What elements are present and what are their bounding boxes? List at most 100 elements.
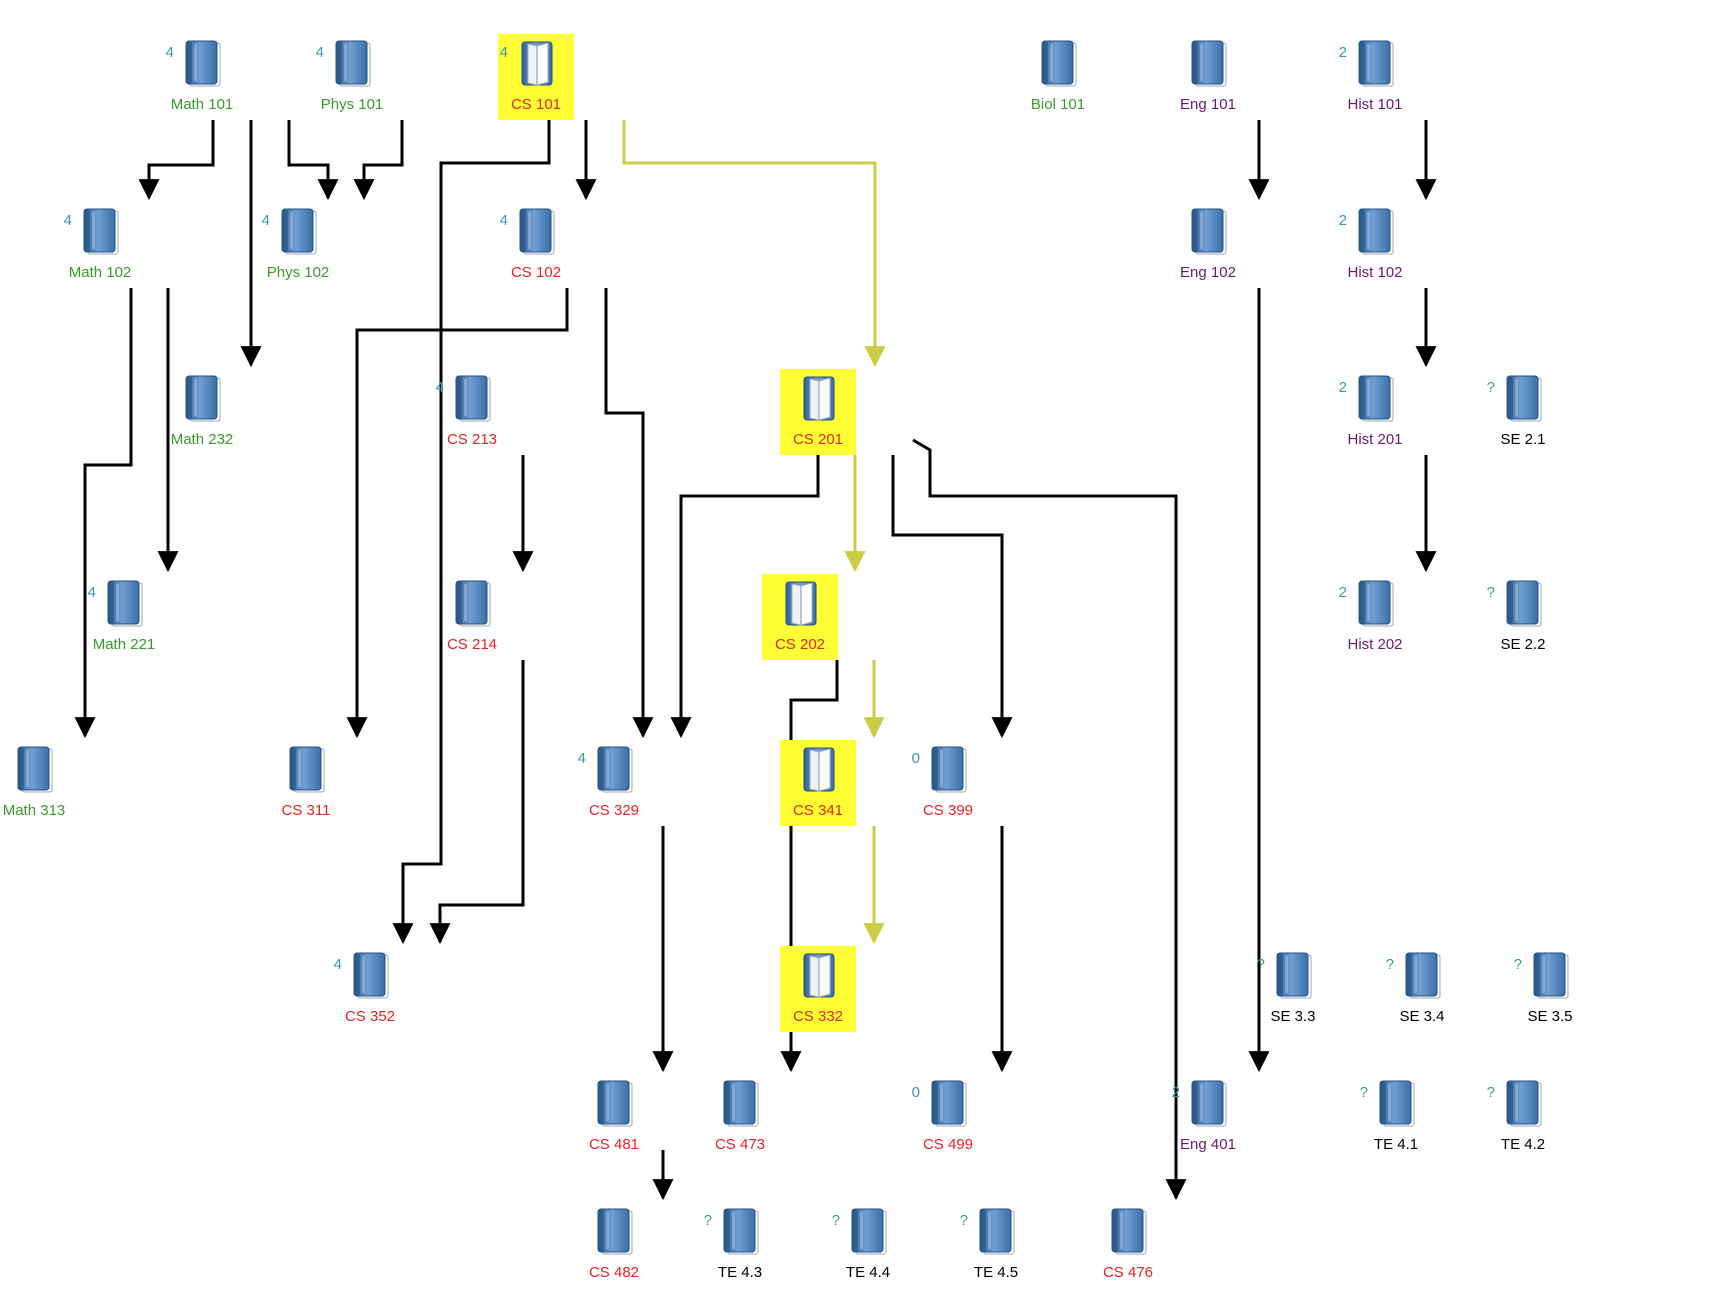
book-icon[interactable] — [1040, 40, 1078, 88]
book-icon[interactable] — [596, 1208, 634, 1256]
course-node-cs332[interactable]: CS 332 — [768, 946, 868, 1032]
book-icon[interactable] — [596, 746, 634, 794]
book-icon[interactable] — [454, 375, 492, 423]
course-node-te43[interactable]: ?TE 4.3 — [690, 1208, 790, 1288]
open-book-icon[interactable] — [800, 746, 838, 794]
book-icon[interactable] — [184, 40, 222, 88]
course-count: 4 — [165, 44, 174, 61]
course-label: Math 101 — [170, 96, 234, 113]
course-label: CS 399 — [922, 802, 974, 819]
course-node-cs202[interactable]: CS 202 — [750, 574, 850, 660]
book-icon[interactable] — [1505, 1080, 1543, 1128]
book-icon[interactable] — [454, 580, 492, 628]
book-icon[interactable] — [334, 40, 372, 88]
course-node-cs482[interactable]: CS 482 — [564, 1208, 664, 1288]
book-icon[interactable] — [1275, 952, 1313, 1000]
course-label: Phys 101 — [320, 96, 384, 113]
course-node-math232[interactable]: Math 232 — [152, 375, 252, 455]
book-icon[interactable] — [1357, 580, 1395, 628]
edge-cs201-to-cs476 — [912, 438, 1187, 1201]
book-icon[interactable] — [518, 208, 556, 256]
course-node-se33[interactable]: ?SE 3.3 — [1243, 952, 1343, 1032]
book-icon[interactable] — [1532, 952, 1570, 1000]
course-node-cs214[interactable]: CS 214 — [422, 580, 522, 660]
course-node-se35[interactable]: ?SE 3.5 — [1500, 952, 1600, 1032]
course-node-math313[interactable]: Math 313 — [0, 746, 84, 826]
course-count: 4 — [577, 750, 586, 767]
open-book-icon[interactable] — [518, 40, 556, 88]
course-count: ? — [1385, 956, 1394, 973]
open-book-icon[interactable] — [800, 952, 838, 1000]
book-icon[interactable] — [850, 1208, 888, 1256]
book-icon[interactable] — [1190, 1080, 1228, 1128]
course-node-se34[interactable]: ?SE 3.4 — [1372, 952, 1472, 1032]
book-icon[interactable] — [1505, 580, 1543, 628]
book-icon[interactable] — [82, 208, 120, 256]
book-icon[interactable] — [288, 746, 326, 794]
open-book-icon[interactable] — [800, 375, 838, 423]
book-icon[interactable] — [16, 746, 54, 794]
course-node-biol101[interactable]: Biol 101 — [1008, 40, 1108, 120]
course-node-te42[interactable]: ?TE 4.2 — [1473, 1080, 1573, 1160]
course-node-cs473[interactable]: CS 473 — [690, 1080, 790, 1160]
book-icon[interactable] — [106, 580, 144, 628]
course-node-se22[interactable]: ?SE 2.2 — [1473, 580, 1573, 660]
book-icon[interactable] — [1357, 208, 1395, 256]
course-count: 4 — [63, 212, 72, 229]
book-icon[interactable] — [596, 1080, 634, 1128]
book-icon[interactable] — [1357, 375, 1395, 423]
course-node-te45[interactable]: ?TE 4.5 — [946, 1208, 1046, 1288]
course-node-te44[interactable]: ?TE 4.4 — [818, 1208, 918, 1288]
book-icon[interactable] — [352, 952, 390, 1000]
course-count: ? — [1256, 956, 1265, 973]
book-icon[interactable] — [1505, 375, 1543, 423]
book-icon[interactable] — [722, 1080, 760, 1128]
course-count: 4 — [499, 212, 508, 229]
course-label: Math 313 — [2, 802, 66, 819]
course-node-cs201[interactable]: CS 201 — [768, 369, 868, 455]
book-icon[interactable] — [184, 375, 222, 423]
course-label: CS 214 — [446, 636, 498, 653]
book-icon[interactable] — [280, 208, 318, 256]
book-icon[interactable] — [1357, 40, 1395, 88]
book-icon[interactable] — [930, 1080, 968, 1128]
book-icon[interactable] — [1378, 1080, 1416, 1128]
book-icon[interactable] — [1404, 952, 1442, 1000]
course-node-eng101[interactable]: Eng 101 — [1158, 40, 1258, 120]
course-count: 4 — [333, 956, 342, 973]
course-node-cs481[interactable]: CS 481 — [564, 1080, 664, 1160]
course-node-cs476[interactable]: CS 476 — [1078, 1208, 1178, 1288]
book-icon[interactable] — [930, 746, 968, 794]
book-icon[interactable] — [1190, 208, 1228, 256]
course-node-cs341[interactable]: CS 341 — [768, 740, 868, 826]
book-icon[interactable] — [1110, 1208, 1148, 1256]
course-count: 2 — [1171, 1084, 1180, 1101]
course-node-te41[interactable]: ?TE 4.1 — [1346, 1080, 1446, 1160]
course-count: ? — [1359, 1084, 1368, 1101]
book-icon[interactable] — [978, 1208, 1016, 1256]
course-label: CS 476 — [1102, 1264, 1154, 1281]
book-icon[interactable] — [722, 1208, 760, 1256]
book-icon[interactable] — [1190, 40, 1228, 88]
course-node-se21[interactable]: ?SE 2.1 — [1473, 375, 1573, 455]
course-node-cs311[interactable]: CS 311 — [256, 746, 356, 826]
open-book-icon[interactable] — [782, 580, 820, 628]
course-node-eng102[interactable]: Eng 102 — [1158, 208, 1258, 288]
